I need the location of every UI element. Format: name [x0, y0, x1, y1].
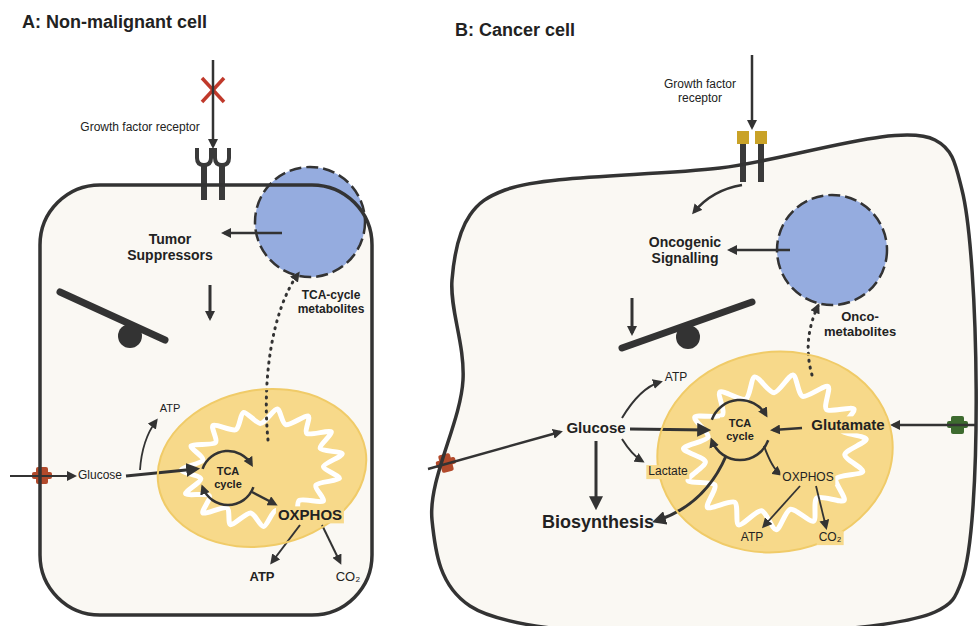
mitochondrion: [173, 397, 352, 539]
cell-membrane: [432, 135, 977, 626]
receptor-label: Growth factor receptor: [80, 121, 199, 135]
transporter: [32, 416, 968, 484]
metabolite-label: Glutamate: [809, 416, 886, 433]
pathway-arrow: [773, 428, 802, 430]
pathway-arrow: [140, 421, 156, 470]
tca-cycle-arrows: [203, 400, 769, 505]
metabolite-label: Glucose: [566, 419, 625, 436]
pathway-arrow: [764, 446, 780, 474]
metabolite-signal: [808, 306, 818, 375]
pathway-arrow: [631, 298, 634, 333]
lever: [676, 325, 700, 349]
process-label: TCA cycle: [720, 417, 760, 442]
receptor-label: Growth factor receptor: [655, 78, 745, 106]
metabolite-label: Glucose: [78, 469, 122, 483]
cell-body: [432, 135, 977, 626]
pathway-label: OXPHOS: [780, 471, 835, 485]
lever: [622, 302, 752, 348]
receptor: [737, 131, 749, 144]
node-outline: [150, 380, 382, 555]
mitochondrion-membrane: [145, 373, 379, 563]
metabolite-label: Lactate: [646, 465, 689, 479]
receptor: [215, 148, 229, 165]
receptor: [201, 163, 207, 200]
cell-body: [40, 135, 976, 626]
lever: [118, 324, 142, 348]
metabolite-signal: [266, 274, 818, 440]
pathway-arrow: [322, 525, 340, 562]
pathway-label: Oncogenic Signalling: [638, 234, 733, 266]
pathway-arrow: [893, 424, 976, 427]
tca-cycle-arrows: [712, 440, 768, 460]
metabolite-label: Onco-metabolites: [818, 310, 903, 340]
receptor: [755, 131, 767, 144]
pathway-label: Tumor Suppressors: [120, 231, 220, 263]
metabolite-signal: [266, 274, 298, 440]
receptor: [197, 148, 211, 165]
pathway-arrow: [10, 475, 74, 477]
mitochondrion: TCA cycle: [650, 340, 905, 565]
metabolite-label: CO₂: [336, 570, 361, 585]
cristae: [675, 363, 877, 541]
nucleus: [255, 167, 887, 305]
pathway-arrow: [630, 429, 707, 430]
pathway-arrow: [751, 55, 754, 127]
pathway-arrow: [252, 492, 275, 504]
nucleus: [777, 195, 887, 305]
receptor: [219, 163, 225, 200]
mitochondrion: [675, 363, 877, 541]
pathway-arrow: [816, 486, 826, 527]
pathway-arrow: [694, 185, 742, 212]
mitochondrion: [644, 337, 906, 568]
panel-heading: A: Non-malignant cell: [22, 12, 207, 33]
pathway-arrow: [126, 469, 196, 476]
panel-heading: B: Cancer cell: [455, 20, 575, 41]
pathway-arrow: [730, 249, 790, 252]
mitochondrion: [145, 373, 379, 563]
pathway-arrow: [764, 486, 800, 526]
cristae: [173, 397, 352, 539]
receptor: [197, 131, 767, 200]
pathway-arrow: [595, 441, 598, 506]
mitochondrion: [145, 373, 379, 563]
lever: [60, 292, 752, 349]
pathway-arrow: [622, 382, 660, 418]
process-label: TCA cycle: [208, 465, 248, 490]
lever: [60, 292, 165, 340]
mitochondrion-membrane: [644, 337, 906, 568]
pathway-arrow: [622, 439, 642, 461]
pathway-arrow: [224, 232, 282, 235]
mitochondrion: [145, 337, 906, 568]
metabolite-label: ATP: [249, 570, 274, 585]
metabolite-label: ATP: [739, 531, 765, 545]
pathway-arrow: [10, 55, 976, 562]
pathway-arrow: [209, 285, 212, 318]
pathway-arrow: [212, 60, 215, 146]
metabolite-label: ATP: [665, 371, 687, 385]
metabolite-label: CO₂: [817, 531, 844, 545]
mitochondrion: TCA cycleOXPHOS: [150, 380, 382, 555]
mitochondrion: [644, 337, 906, 568]
metabolite-label: ATP: [160, 402, 181, 415]
node-outline: [650, 340, 905, 565]
process-label: OXPHOS: [276, 506, 344, 523]
metabolite-label: TCA-cycle metabolites: [289, 289, 374, 317]
pathway-label: Biosynthesis: [542, 512, 654, 533]
